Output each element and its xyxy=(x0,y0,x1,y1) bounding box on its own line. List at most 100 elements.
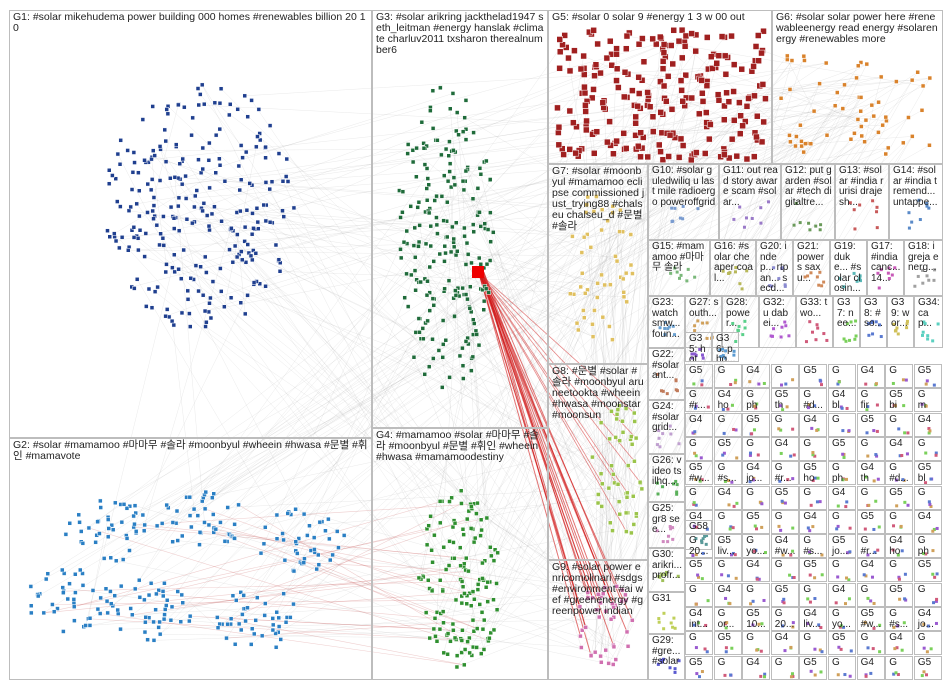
group-panel-g19: G19: duke... #solar closin... xyxy=(830,240,867,296)
tiny-group-label: G4 xyxy=(775,439,796,450)
tiny-group-label: G xyxy=(861,439,882,450)
tiny-group-label: G xyxy=(775,366,796,377)
tiny-group-panel: G xyxy=(714,656,742,680)
group-label-g34: G34: cap... xyxy=(918,298,940,330)
group-panel-g35: G35: hot... xyxy=(685,332,712,362)
group-label-g19: G19: duke... #solar closin... xyxy=(834,242,864,295)
tiny-group-label: G4 #w... xyxy=(775,536,796,557)
tiny-group-label: G5 xyxy=(775,585,796,596)
tiny-group-label: G5 xyxy=(746,415,767,426)
tiny-group-panel: G xyxy=(885,413,913,437)
tiny-group-panel: G pho... xyxy=(914,534,942,558)
tiny-group-panel: G xyxy=(771,656,799,680)
tiny-group-label: G xyxy=(718,560,739,571)
tiny-group-label: G xyxy=(718,512,739,523)
tiny-group-panel: G5 xyxy=(885,486,913,510)
group-panel-g6: G6: #solar solar power here #renewableen… xyxy=(772,10,943,164)
tiny-group-label: G4 xyxy=(718,585,739,596)
tiny-group-label: G xyxy=(832,415,853,426)
tiny-group-label: G xyxy=(718,415,739,426)
tiny-group-label: G4 xyxy=(746,366,767,377)
tiny-group-label: G xyxy=(718,366,739,377)
tiny-group-panel: G #s... xyxy=(885,607,913,631)
tiny-group-panel: G4 xyxy=(857,364,885,388)
tiny-group-label: G5 liv... xyxy=(718,536,739,557)
tiny-group-panel: G4 jo... xyxy=(742,461,770,485)
group-panel-g37: G37: nee... xyxy=(833,296,860,348)
tiny-group-label: G or... xyxy=(718,609,739,630)
tiny-group-label: G4 int... xyxy=(689,609,710,630)
group-label-g39: G39: wor... xyxy=(891,298,911,330)
group-panel-g16: G16: #solar cheaper coal... xyxy=(710,240,756,296)
tiny-group-panel: G #s... xyxy=(714,461,742,485)
tiny-group-panel: G5 xyxy=(799,364,827,388)
tiny-group-panel: G xyxy=(685,486,713,510)
group-panel-g34: G34: cap... xyxy=(914,296,943,348)
group-label-g36: G36: pho... xyxy=(716,334,736,362)
group-panel-g39: G39: wor... xyxy=(887,296,914,348)
tiny-group-label: G5 xyxy=(918,560,939,571)
tiny-group-label: G yo... xyxy=(746,536,767,557)
tiny-group-panel: G xyxy=(914,486,942,510)
tiny-group-label: G5 xyxy=(918,658,939,669)
tiny-group-panel: G5 xyxy=(714,631,742,655)
tiny-group-label: G4 xyxy=(861,560,882,571)
tiny-group-panel: G4 xyxy=(885,437,913,461)
tiny-group-panel: G5 xyxy=(914,558,942,582)
tiny-group-panel: G4 xyxy=(857,656,885,680)
tiny-group-label: G firs... xyxy=(861,390,882,412)
tiny-group-panel: G xyxy=(771,510,799,534)
tiny-group-label: G5 xyxy=(889,585,910,596)
tiny-group-label: G4 xyxy=(803,415,824,426)
tiny-group-panel: G4 int... xyxy=(685,607,713,631)
tiny-group-label: G xyxy=(861,633,882,644)
tiny-group-label: G xyxy=(803,633,824,644)
tiny-group-label: G5 xyxy=(775,488,796,499)
group-panel-g32: G32: u dabei... xyxy=(759,296,796,348)
group-panel-g24: G24: #solar grid... xyxy=(648,400,685,454)
group-panel-g20: G20: indep... rtpan... secd... xyxy=(756,240,793,296)
tiny-group-label: G4 tha... xyxy=(861,463,882,485)
tiny-group-panel: G4 xyxy=(742,656,770,680)
tiny-group-panel: G4 hot... xyxy=(885,534,913,558)
tiny-group-panel: G4 jo... xyxy=(914,607,942,631)
tiny-group-panel: G5 blu... xyxy=(914,461,942,485)
tiny-group-label: G4 xyxy=(746,560,767,571)
tiny-group-panel: G4 xyxy=(742,558,770,582)
tiny-group-panel: G xyxy=(914,631,942,655)
tiny-group-panel: G5 xyxy=(857,510,885,534)
group-label-g5: G5: #solar 0 solar 9 #energy 1 3 w 00 ou… xyxy=(552,12,769,23)
tiny-group-label: G5 #w... xyxy=(861,609,882,630)
tiny-group-label: G5 xyxy=(718,633,739,644)
tiny-group-label: G4 jo... xyxy=(918,609,939,630)
tiny-group-label: G #d... xyxy=(889,463,910,484)
tiny-group-panel: G4 xyxy=(828,486,856,510)
tiny-group-panel: G4 xyxy=(799,510,827,534)
tiny-group-panel: G #d... xyxy=(885,461,913,485)
tiny-group-label: G #r... xyxy=(689,390,710,411)
tiny-group-panel: G5 xyxy=(885,583,913,607)
tiny-group-panel: G xyxy=(685,437,713,461)
tiny-group-label: G4 xyxy=(832,488,853,499)
group-panel-g3: G3: #solar arikring jackthelad1947 seth_… xyxy=(372,10,548,428)
group-panel-g18: G18: igreja energ... xyxy=(904,240,943,296)
group-panel-g23: G23: watch smw... foun... xyxy=(648,296,685,348)
group-label-g23: G23: watch smw... foun... xyxy=(652,298,682,340)
group-label-g18: G18: igreja energ... xyxy=(908,242,940,274)
tiny-group-label: G xyxy=(889,560,910,571)
tiny-group-label: G xyxy=(689,439,710,450)
tiny-group-label: G5 xyxy=(718,439,739,450)
tiny-group-label: G5 10... xyxy=(746,609,767,630)
tiny-group-label: G xyxy=(861,488,882,499)
tiny-group-panel: G4 xyxy=(857,558,885,582)
tiny-group-panel: G5 jo... xyxy=(828,534,856,558)
tiny-group-label: G xyxy=(746,633,767,644)
tiny-group-panel: G4 xyxy=(685,413,713,437)
tiny-group-panel: G #r... xyxy=(857,534,885,558)
tiny-group-label: G pho... xyxy=(832,463,853,485)
tiny-group-panel: G xyxy=(685,583,713,607)
tiny-group-panel: G xyxy=(685,631,713,655)
group-panel-g12: G12: put garden #solar #tech digitaltre.… xyxy=(781,164,835,240)
tiny-group-panel: G xyxy=(885,558,913,582)
tiny-group-label: G5 #w... xyxy=(689,463,710,484)
